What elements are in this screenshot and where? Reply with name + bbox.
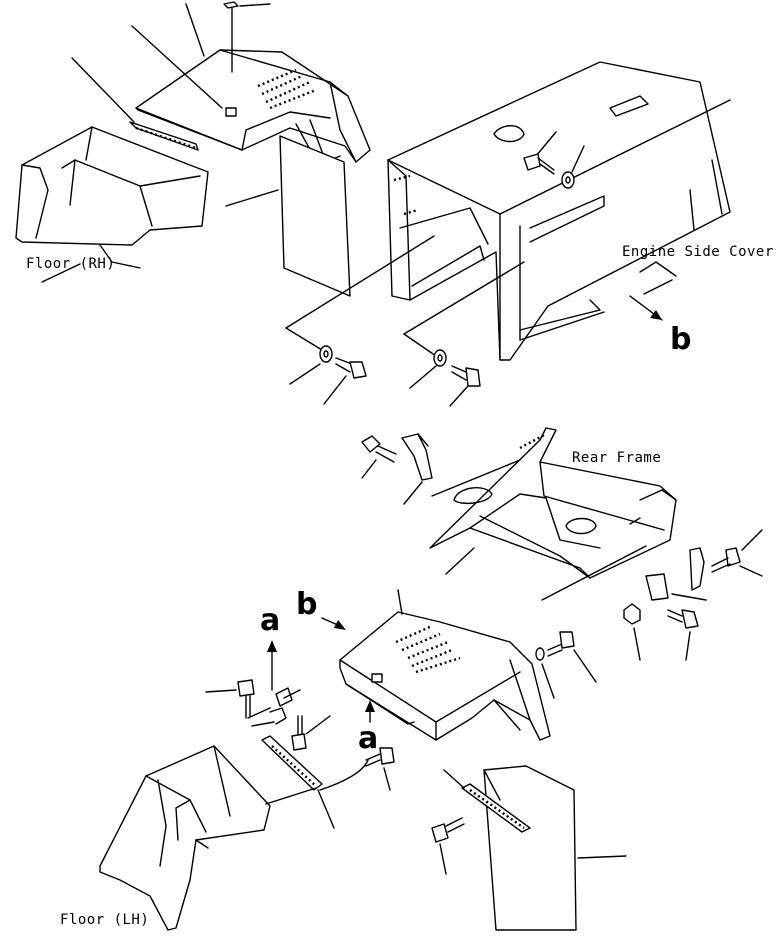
- leader-line: [71, 57, 135, 123]
- leader-line: [541, 663, 555, 699]
- washer-icon: [433, 349, 447, 367]
- mudflap-rh: [279, 135, 351, 297]
- bolt-icon: [361, 435, 397, 463]
- mounting-bracket-upper: [129, 121, 199, 151]
- floor-lh-panel: [99, 745, 271, 931]
- bolt-icon: [667, 609, 699, 629]
- washer-icon: [535, 647, 545, 661]
- leader-line: [535, 131, 557, 157]
- leader-line: [131, 25, 223, 109]
- mudflap-lh: [483, 765, 577, 931]
- leader-line: [319, 759, 369, 791]
- engine-side-cover: [387, 61, 731, 361]
- leader-line: [741, 529, 763, 551]
- stopper-bracket: [401, 433, 433, 481]
- leader-line: [285, 327, 323, 351]
- bolt-icon: [547, 631, 575, 657]
- bolt-icon: [431, 817, 465, 843]
- ref-arrow-a-lower: [365, 700, 375, 723]
- leader-line: [577, 855, 627, 859]
- bolt-icon: [237, 679, 255, 719]
- leader-line: [439, 843, 447, 875]
- leader-line: [445, 547, 475, 575]
- leader-line: [397, 589, 403, 615]
- washer-icon: [319, 345, 333, 363]
- floor-rh-panel: [15, 126, 209, 269]
- leader-line: [573, 649, 597, 683]
- leader-line: [541, 545, 647, 601]
- leader-line: [225, 189, 279, 207]
- label-floor-lh: Floor (LH): [60, 912, 149, 928]
- bolt-icon: [711, 547, 741, 573]
- leader-line: [685, 631, 691, 661]
- label-rear-frame: Rear Frame: [572, 450, 661, 466]
- bolt-icon: [523, 153, 555, 175]
- leader-line: [251, 721, 275, 727]
- mudflap-strip: [461, 783, 531, 833]
- leader-line: [289, 363, 321, 385]
- mounting-bracket-lower: [261, 735, 323, 791]
- leader-line: [409, 365, 437, 389]
- leader-line: [403, 261, 525, 335]
- ref-letter-b-upper: b: [670, 322, 691, 357]
- nut-icon: [623, 603, 641, 625]
- stopper-bracket-right: [645, 547, 705, 601]
- washer-icon: [561, 171, 575, 189]
- ref-arrow-b-upper: [629, 295, 663, 321]
- bolt-icon: [451, 365, 481, 387]
- leader-line: [185, 3, 205, 57]
- label-engine-side-cover: Engine Side Cover: [622, 244, 774, 260]
- ref-letter-a-lower: a: [358, 721, 378, 756]
- leader-line: [205, 689, 237, 693]
- ref-arrow-b-lower: [321, 617, 346, 630]
- leader-line: [403, 333, 437, 357]
- leader-line: [739, 565, 763, 577]
- label-floor-rh: Floor (RH): [26, 256, 115, 272]
- leader-line: [317, 789, 335, 829]
- leader-line: [323, 375, 347, 405]
- cap-plug: [223, 1, 271, 73]
- rear-frame: [429, 427, 677, 579]
- leader-line: [283, 689, 301, 699]
- ref-arrow-a-upper: [267, 640, 277, 691]
- leader-line: [265, 787, 317, 805]
- leader-line: [633, 627, 641, 661]
- ref-letter-a-upper: a: [260, 603, 280, 638]
- bolt-icon: [291, 715, 307, 751]
- ref-letter-b-lower: b: [296, 587, 317, 622]
- leader-line: [449, 385, 469, 407]
- leader-line: [571, 145, 585, 173]
- leader-line: [285, 235, 435, 329]
- cover-lh: [339, 611, 551, 741]
- leader-line: [403, 481, 423, 505]
- leader-line: [41, 263, 81, 283]
- leader-line: [305, 715, 331, 735]
- bolt-icon: [365, 747, 395, 767]
- leader-line: [383, 767, 391, 791]
- cover-rh: [135, 49, 371, 165]
- leader-line: [247, 707, 271, 719]
- clip-icon: [269, 687, 293, 725]
- leader-line: [443, 769, 465, 789]
- leader-line: [671, 593, 707, 601]
- leader-line: [361, 459, 377, 479]
- bolt-icon: [335, 357, 367, 379]
